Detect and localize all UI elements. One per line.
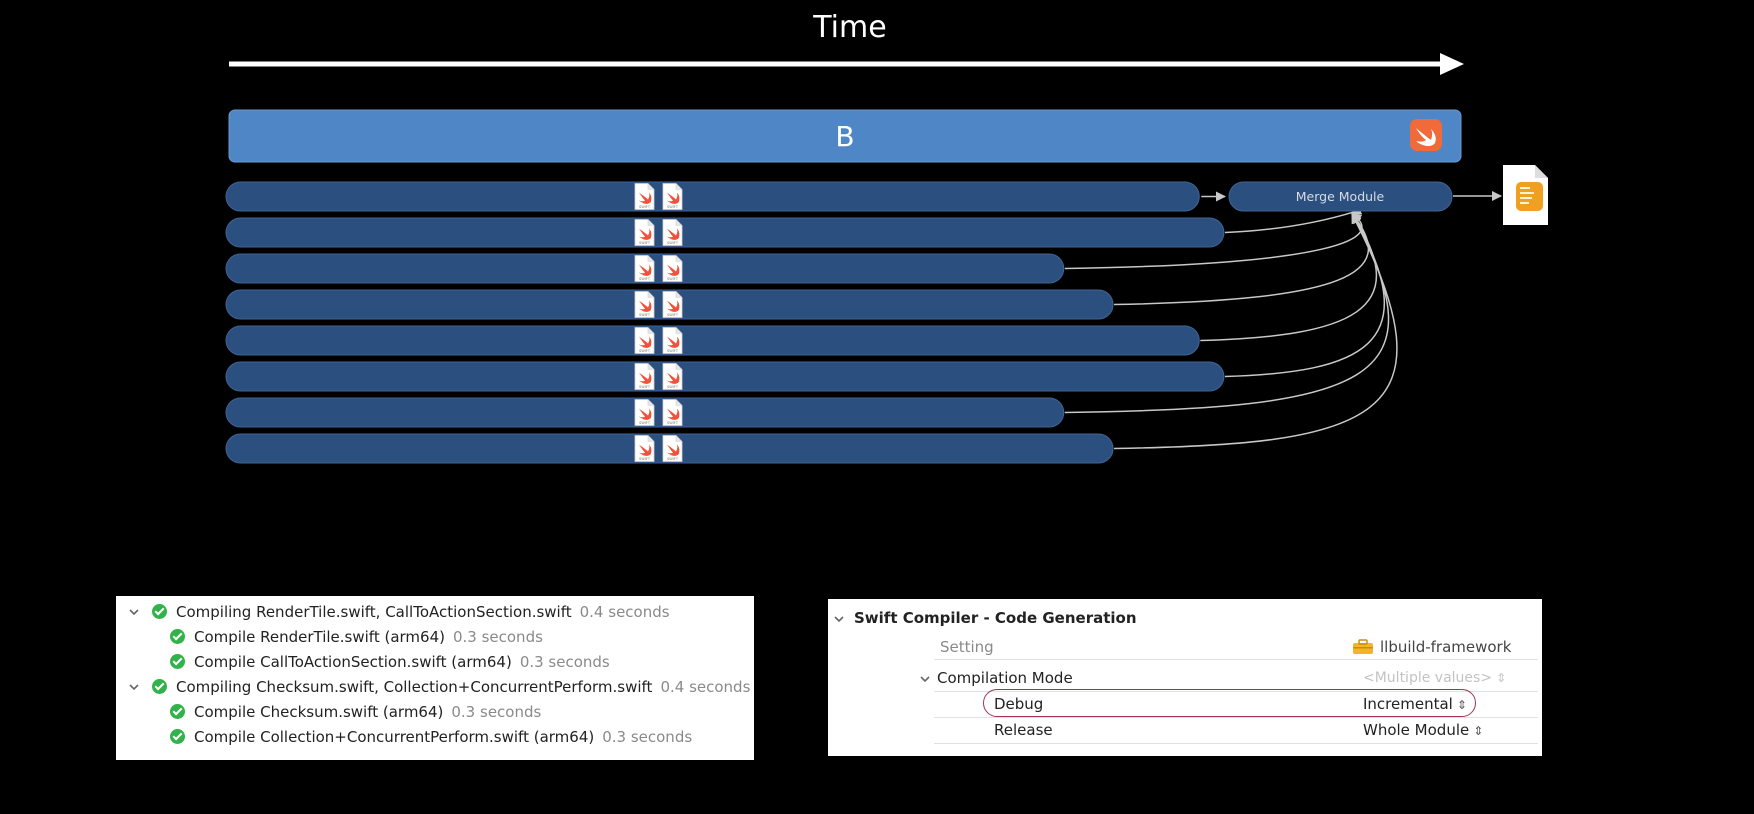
success-check-icon	[170, 729, 185, 744]
swift-file-icon	[634, 219, 655, 246]
swift-file-icon	[662, 219, 683, 246]
swift-file-icon	[634, 363, 655, 390]
swift-file-icon	[662, 327, 683, 354]
swift-file-icon	[634, 327, 655, 354]
swift-file-icon	[634, 255, 655, 282]
swift-file-icon	[634, 183, 655, 210]
section-title: Swift Compiler - Code Generation	[854, 609, 1137, 627]
setting-value-multiple[interactable]: <Multiple values>⇕	[1363, 670, 1507, 686]
log-group-row[interactable]: Compiling RenderTile.swift, CallToAction…	[128, 599, 670, 624]
dependency-arrow	[1224, 213, 1386, 378]
target-name: llbuild-framework	[1380, 638, 1512, 656]
time-axis-label: Time	[813, 10, 887, 45]
success-check-icon	[170, 629, 185, 644]
setting-name: Compilation Mode	[937, 669, 1073, 687]
swift-file-icon	[662, 363, 683, 390]
build-settings-panel: Swift Compiler - Code Generation Setting…	[828, 599, 1542, 756]
log-child-label: Compile CallToActionSection.swift (arm64…	[194, 652, 512, 671]
success-check-icon	[170, 704, 185, 719]
divider	[934, 691, 1538, 692]
stepper-icon: ⇕	[1496, 671, 1507, 685]
compile-job-bar	[225, 181, 1200, 212]
log-child-label: Compile RenderTile.swift (arm64)	[194, 627, 445, 646]
swift-file-icon	[662, 255, 683, 282]
release-value-popup[interactable]: Whole Module⇕	[1363, 721, 1484, 739]
swift-icon	[1410, 119, 1442, 151]
stepper-icon: ⇕	[1456, 698, 1467, 712]
log-child-row[interactable]: Compile Checksum.swift (arm64) 0.3 secon…	[170, 699, 541, 724]
swiftmodule-file-icon	[1503, 165, 1548, 225]
toolbox-icon	[1353, 639, 1373, 654]
stepper-icon: ⇕	[1473, 724, 1484, 738]
swift-file-icon	[634, 291, 655, 318]
log-duration: 0.3 seconds	[519, 652, 610, 671]
swift-file-icon	[662, 291, 683, 318]
log-duration: 0.4 seconds	[579, 602, 670, 621]
dependency-arrow	[1114, 213, 1398, 450]
log-child-row[interactable]: Compile CallToActionSection.swift (arm64…	[170, 649, 610, 674]
compile-job-bar	[225, 217, 1225, 248]
divider	[934, 743, 1538, 744]
build-timeline-diagram: SWIFT B Merge Module	[225, 53, 1548, 464]
swift-file-icon	[662, 183, 683, 210]
log-child-row[interactable]: Compile Collection+ConcurrentPerform.swi…	[170, 724, 692, 749]
compile-job-bar	[225, 361, 1225, 392]
column-header-target: llbuild-framework	[1352, 638, 1511, 656]
swift-file-icon	[634, 399, 655, 426]
log-child-row[interactable]: Compile RenderTile.swift (arm64) 0.3 sec…	[170, 624, 543, 649]
success-check-icon	[152, 679, 167, 694]
config-release-label: Release	[994, 721, 1053, 739]
debug-value-popup[interactable]: Incremental⇕	[1363, 695, 1467, 713]
chevron-down-icon[interactable]	[128, 681, 140, 693]
success-check-icon	[170, 654, 185, 669]
log-duration: 0.3 seconds	[602, 727, 693, 746]
chevron-down-icon[interactable]	[833, 613, 845, 625]
swift-file-icon	[662, 435, 683, 462]
module-bar	[228, 109, 1462, 163]
debug-highlight-outline	[983, 689, 1476, 717]
log-group-row[interactable]: Compiling Checksum.swift, Collection+Con…	[128, 674, 750, 699]
merge-module-box	[1228, 181, 1453, 212]
time-arrow-head	[1440, 53, 1464, 75]
log-group-label: Compiling Checksum.swift, Collection+Con…	[176, 677, 653, 696]
log-group-label: Compiling RenderTile.swift, CallToAction…	[176, 602, 572, 621]
column-header-setting: Setting	[940, 638, 994, 656]
divider	[934, 659, 1538, 660]
build-log-panel: Compiling RenderTile.swift, CallToAction…	[116, 596, 754, 760]
chevron-down-icon[interactable]	[128, 606, 140, 618]
chevron-down-icon[interactable]	[919, 673, 931, 685]
divider	[934, 717, 1538, 718]
merge-module-label: Merge Module	[1296, 189, 1385, 204]
dependency-arrow	[1224, 205, 1363, 234]
log-duration: 0.3 seconds	[452, 627, 543, 646]
compile-job-bar	[225, 325, 1200, 356]
config-debug-label: Debug	[994, 695, 1044, 713]
swift-file-icon	[662, 399, 683, 426]
log-duration: 0.4 seconds	[660, 677, 751, 696]
log-child-label: Compile Checksum.swift (arm64)	[194, 702, 444, 721]
swift-file-icon	[634, 435, 655, 462]
log-duration: 0.3 seconds	[451, 702, 542, 721]
success-check-icon	[152, 604, 167, 619]
log-child-label: Compile Collection+ConcurrentPerform.swi…	[194, 727, 595, 746]
module-bar-label: B	[835, 120, 854, 153]
